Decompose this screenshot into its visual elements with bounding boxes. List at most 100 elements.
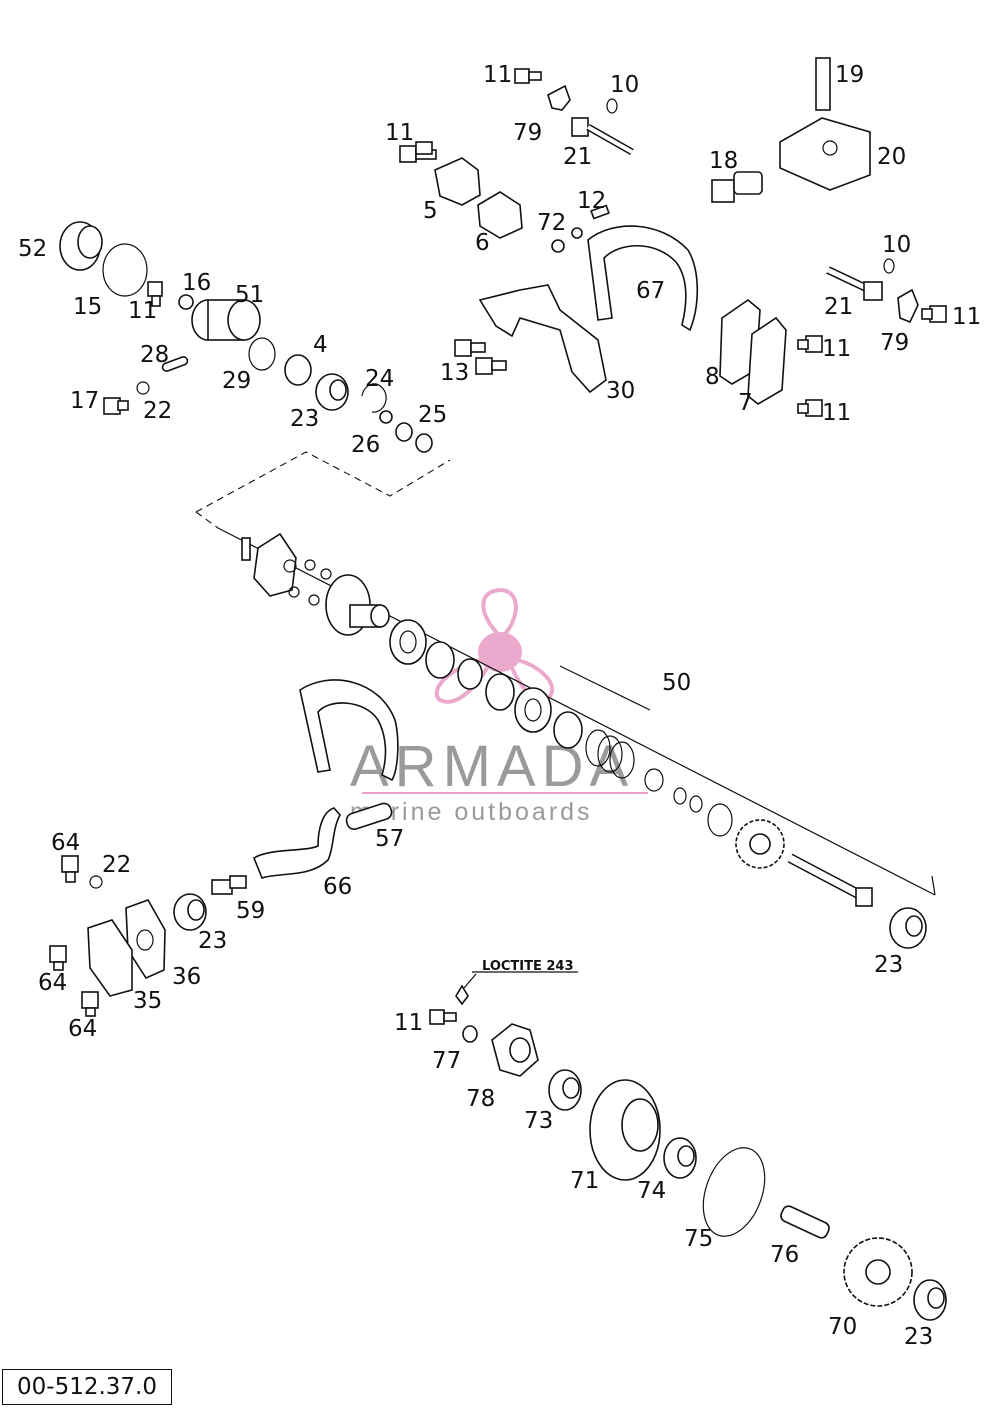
callout-label: 77 <box>432 1048 461 1074</box>
callout-label: 36 <box>172 964 201 990</box>
callout-label: 23 <box>874 952 903 978</box>
part-gear-assembly <box>735 819 785 869</box>
callout-label: 26 <box>351 432 380 458</box>
part-shaft-21b <box>826 266 883 301</box>
callout-label: 19 <box>835 62 864 88</box>
part-bearing-74 <box>663 1137 697 1179</box>
part-bracket-79 <box>547 84 571 111</box>
callout-label: 67 <box>636 278 665 304</box>
part-ball-5 <box>308 594 320 606</box>
part-bolt-64-mid <box>49 945 67 971</box>
callout-label: 22 <box>143 398 172 424</box>
callout-label: 24 <box>365 366 394 392</box>
callout-label: 64 <box>38 970 67 996</box>
part-bolt-64-low <box>81 991 99 1017</box>
callout-label: 59 <box>236 898 265 924</box>
callout-label: 11 <box>483 62 512 88</box>
part-circlip-24 <box>361 383 387 413</box>
part-ring-2 <box>457 658 483 690</box>
callout-labels: 11 10 79 21 19 18 20 11 5 6 12 72 67 52 … <box>18 62 981 1350</box>
loctite-label: LOCTITE 243 <box>482 959 574 974</box>
callout-label: 66 <box>323 874 352 900</box>
part-washer-22b <box>89 875 103 889</box>
part-gasket-6 <box>477 191 523 239</box>
part-block-20 <box>779 117 871 191</box>
callout-label: 74 <box>637 1178 666 1204</box>
part-ring-3 <box>485 673 515 711</box>
part-bolt-11-left <box>147 281 163 307</box>
part-bearing-73 <box>548 1069 582 1111</box>
part-bracket-79b <box>897 288 919 324</box>
callout-label: 52 <box>18 236 47 262</box>
part-oring-10 <box>606 98 618 114</box>
callout-label: 23 <box>904 1324 933 1350</box>
part-bearing-23-bottom <box>913 1279 947 1321</box>
part-screw-18 <box>711 171 763 203</box>
callout-label: 25 <box>418 402 447 428</box>
callout-label: 11 <box>822 400 851 426</box>
callout-label: 79 <box>880 330 909 356</box>
part-stud-59 <box>211 875 247 895</box>
part-oring-75 <box>702 1147 766 1237</box>
callout-label: 10 <box>882 232 911 258</box>
part-lever-plate-30 <box>478 284 607 394</box>
callout-label: 78 <box>466 1086 495 1112</box>
part-oring-15 <box>102 243 148 297</box>
part-pin-28 <box>161 356 189 372</box>
callout-label: 71 <box>570 1168 599 1194</box>
callout-label: 11 <box>952 304 981 330</box>
callout-label: 13 <box>440 360 469 386</box>
part-bolt-top-11 <box>514 68 542 84</box>
part-loctite-drop <box>455 984 469 1006</box>
callout-label: 50 <box>662 670 691 696</box>
callout-label: 12 <box>577 188 606 214</box>
callout-label: 76 <box>770 1242 799 1268</box>
part-ring-7 <box>689 795 703 813</box>
part-ring-4 <box>553 711 583 749</box>
part-ring-5 <box>644 768 664 792</box>
callout-label: 72 <box>537 210 566 236</box>
part-bearing-23-right <box>889 907 927 949</box>
part-bolt-11-low <box>797 399 823 417</box>
part-impeller-assembly <box>253 532 297 597</box>
part-bolt-64-top <box>61 855 79 883</box>
part-spring-band-67 <box>587 225 699 332</box>
callout-label: 11 <box>394 1010 423 1036</box>
callout-label: 28 <box>140 342 169 368</box>
callout-label: 73 <box>524 1108 553 1134</box>
part-lever-66 <box>253 807 341 879</box>
part-needle-bearing-2 <box>514 687 552 733</box>
part-washer-25b <box>415 433 433 453</box>
callout-label: 6 <box>475 230 490 256</box>
part-ball-2 <box>304 559 316 571</box>
part-washer-22 <box>136 381 150 395</box>
leader-50 <box>559 665 651 711</box>
callout-label: 30 <box>606 378 635 404</box>
part-washer-16 <box>178 294 194 310</box>
callout-label: 35 <box>133 988 162 1014</box>
callout-label: 4 <box>313 332 328 358</box>
part-ring-1 <box>425 641 455 679</box>
part-washer-72 <box>551 239 565 253</box>
part-pin-19 <box>815 57 831 111</box>
part-ball-3 <box>320 568 332 580</box>
callout-label: 64 <box>68 1016 97 1042</box>
part-bolt-17 <box>103 397 129 415</box>
part-needle-bearing-1 <box>389 619 427 665</box>
part-long-shaft <box>787 853 873 907</box>
callout-label: 70 <box>828 1314 857 1340</box>
callout-label: 57 <box>375 826 404 852</box>
part-centrifugal-hub <box>325 574 390 636</box>
callout-label: 18 <box>709 148 738 174</box>
part-ball-1 <box>283 559 297 573</box>
part-washer-26 <box>379 410 393 424</box>
part-ball-4 <box>288 586 300 598</box>
callout-label: 23 <box>198 928 227 954</box>
callout-label: 15 <box>73 294 102 320</box>
callout-label: 20 <box>877 144 906 170</box>
callout-label: 21 <box>824 294 853 320</box>
part-washer-77 <box>462 1025 478 1043</box>
callout-label: 11 <box>128 298 157 324</box>
